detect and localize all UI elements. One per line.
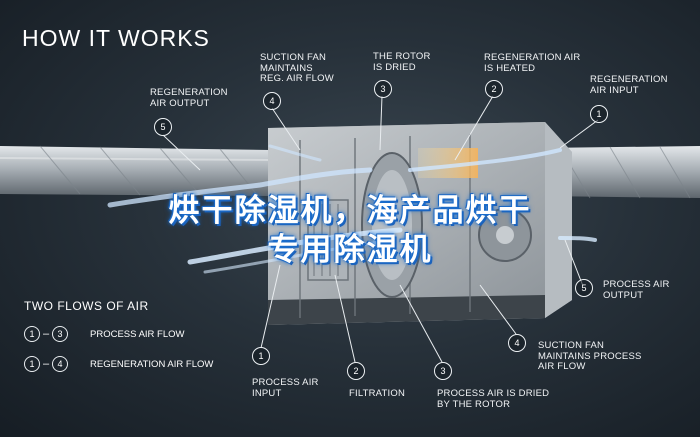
label-regeneration-heated: REGENERATION AIR IS HEATED: [484, 52, 581, 74]
legend-text: REGENERATION AIR FLOW: [90, 358, 214, 370]
callout-2-bottom: 2: [347, 362, 365, 380]
machine-body: [268, 122, 572, 325]
label-regeneration-air-output: REGENERATION AIR OUTPUT: [150, 87, 228, 109]
label-line: MAINTAINS: [260, 62, 313, 74]
legend-dash: –: [42, 358, 50, 370]
label-line: SUCTION FAN: [260, 52, 327, 63]
left-duct: [0, 145, 271, 197]
legend-title: TWO FLOWS OF AIR: [24, 299, 149, 313]
label-suction-fan-process: SUCTION FAN MAINTAINS PROCESS AIR FLOW: [538, 340, 642, 373]
label-line: AIR OUTPUT: [150, 97, 210, 109]
label-line: MAINTAINS PROCESS: [538, 350, 642, 362]
label-process-air-input: PROCESS AIR INPUT: [252, 377, 319, 399]
label-suction-fan-reg: SUCTION FAN MAINTAINS REG. AIR FLOW: [260, 52, 334, 85]
legend-num-to: 4: [52, 356, 68, 372]
label-line: IS HEATED: [484, 62, 536, 74]
legend-num-to: 3: [52, 326, 68, 342]
label-line: AIR FLOW: [538, 361, 586, 373]
regeneration-air-flow: [107, 144, 562, 208]
overlay-title-line-2: 专用除湿机: [267, 232, 433, 268]
legend-num-from: 1: [24, 356, 40, 372]
legend-row-process: 1 – 3 PROCESS AIR FLOW: [24, 324, 185, 344]
legend-row-regeneration: 1 – 4 REGENERATION AIR FLOW: [24, 354, 213, 374]
callout-3-bottom: 3: [434, 362, 452, 380]
callout-3-top: 3: [374, 80, 392, 98]
process-air-flow: [187, 227, 597, 274]
legend-num-from: 1: [24, 326, 40, 342]
label-line: PROCESS AIR IS DRIED: [437, 388, 550, 399]
callout-1-top: 1: [590, 105, 608, 123]
callout-1-bottom: 1: [252, 347, 270, 365]
label-line: REGENERATION: [590, 74, 668, 85]
label-process-air-dried: PROCESS AIR IS DRIED BY THE ROTOR: [437, 388, 550, 410]
label-line: SUCTION FAN: [538, 340, 605, 351]
label-line: INPUT: [252, 387, 282, 399]
callout-5-top: 5: [154, 118, 172, 136]
callout-2-top: 2: [485, 80, 503, 98]
legend-dash: –: [42, 328, 50, 340]
label-line: FILTRATION: [349, 388, 406, 399]
label-line: PROCESS AIR: [252, 377, 319, 388]
label-line: BY THE ROTOR: [437, 398, 511, 410]
callout-4-top: 4: [263, 92, 281, 110]
legend-text: PROCESS AIR FLOW: [90, 328, 185, 340]
label-rotor-dried: THE ROTOR IS DRIED: [373, 51, 431, 73]
page-title: HOW IT WORKS: [22, 25, 210, 51]
label-process-air-output: PROCESS AIR OUTPUT: [603, 279, 670, 301]
label-line: AIR INPUT: [590, 84, 639, 96]
label-line: REG. AIR FLOW: [260, 73, 334, 85]
callout-5-right: 5: [575, 279, 593, 297]
overlay-title-line-1: 烘干除湿机，海产品烘干: [168, 193, 532, 229]
label-line: IS DRIED: [373, 61, 416, 73]
leader-lines: [162, 95, 599, 363]
label-regeneration-air-input: REGENERATION AIR INPUT: [590, 74, 668, 96]
label-line: REGENERATION AIR: [484, 52, 581, 63]
label-line: OUTPUT: [603, 289, 644, 301]
label-filtration: FILTRATION: [349, 388, 406, 400]
label-line: THE ROTOR: [373, 51, 431, 62]
label-line: REGENERATION: [150, 87, 228, 98]
callout-4-bottom: 4: [508, 334, 526, 352]
label-line: PROCESS AIR: [603, 279, 670, 290]
